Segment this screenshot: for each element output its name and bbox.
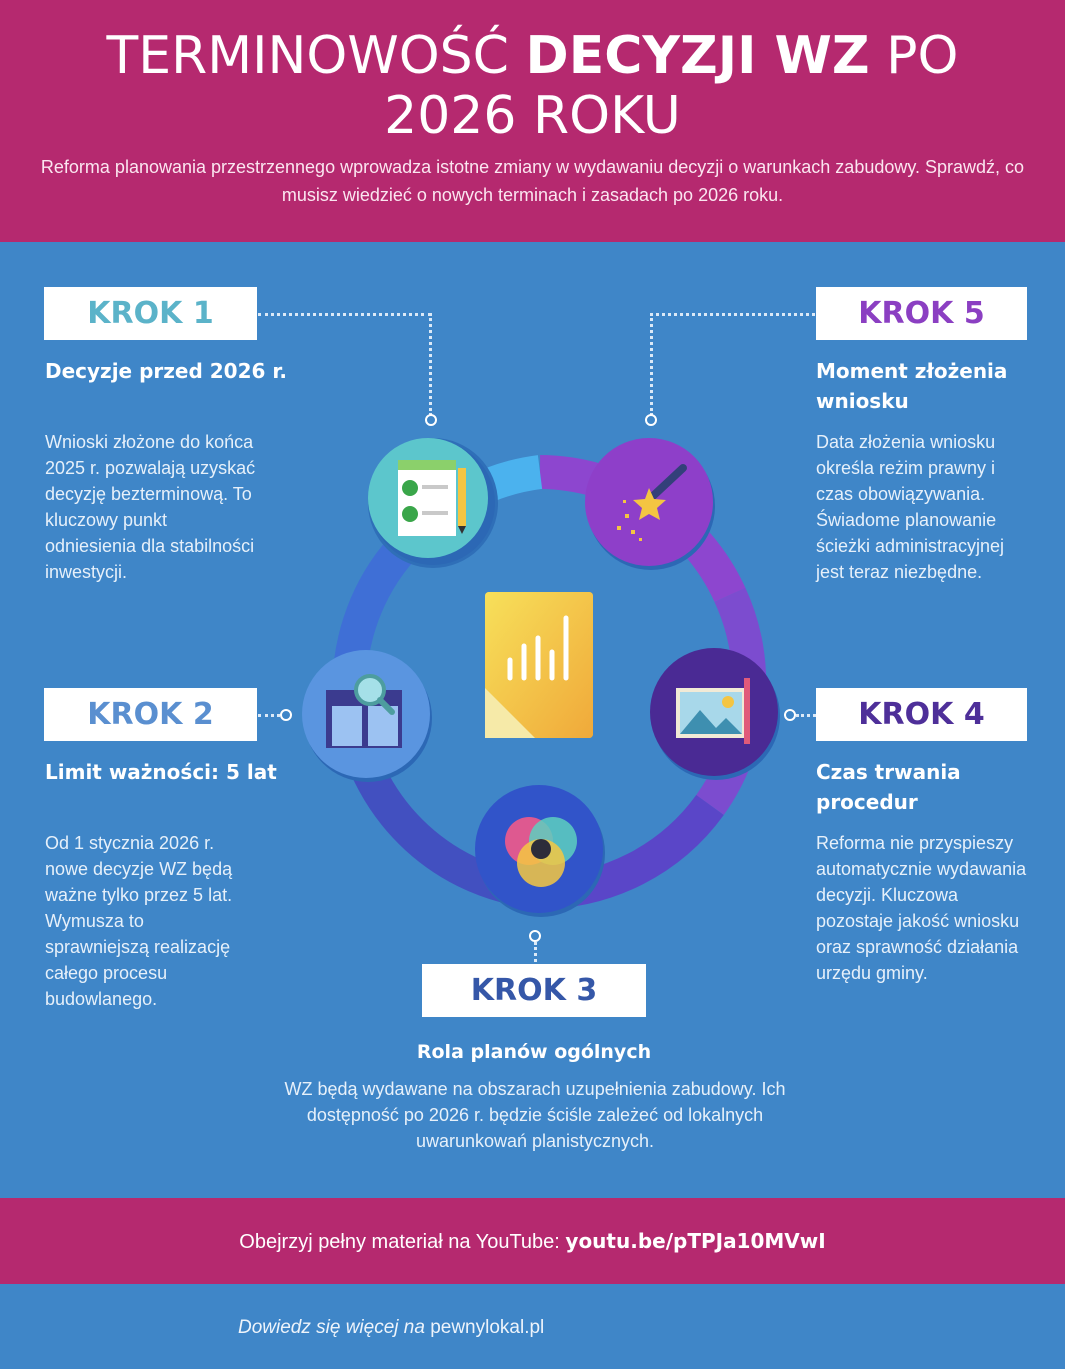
subtitle-line1: Reforma planowania przestrzennego wprowa… [40, 157, 1025, 177]
credit: Dowiedz się więcej na pewnylokal.pl [238, 1316, 544, 1340]
krok4-title: Czas trwania procedur [816, 757, 1046, 817]
connector-pin-5 [645, 414, 657, 426]
krok1-label: KROK 1 [44, 287, 257, 340]
krok4-label: KROK 4 [816, 688, 1027, 741]
footer-text: Obejrzyj pełny materiał na YouTube: [239, 1231, 566, 1253]
connector-pin-4 [784, 709, 796, 721]
krok1-text-line: Wnioski złożone do końca [45, 432, 254, 452]
subtitle-line2: musisz wiedzieć o nowych terminach i zas… [281, 185, 784, 205]
krok1-title: Decyzje przed 2026 r. [45, 359, 287, 383]
header: TERMINOWOŚĆ DECYZJI WZ PO 2026 ROKU Refo… [0, 0, 1065, 242]
chart-document-icon [485, 592, 593, 738]
krok3-text-line: uwarunkowań planistycznych. [415, 1131, 655, 1151]
connector-krok5-vertical [650, 313, 653, 416]
krok5-text-line: określa reżim prawny i [816, 458, 996, 478]
krok3-text: WZ będą wydawane na obszarach uzupełnien… [230, 1076, 840, 1154]
krok2-text-line: całego procesu [45, 963, 168, 983]
title-line2: 2026 ROKU [384, 86, 681, 146]
krok5-text-line: Data złożenia wniosku [816, 432, 996, 452]
krok3-text-line: WZ będą wydawane na obszarach uzupełnien… [284, 1079, 786, 1099]
connector-krok1 [258, 313, 431, 316]
connector-pin-2 [280, 709, 292, 721]
krok5-text-line: jest teraz niezbędne. [816, 562, 983, 582]
krok5-text-line: ścieżki administracyjnej [816, 536, 1005, 556]
krok3-label: KROK 3 [422, 964, 646, 1017]
krok4-text-line: oraz sprawność działania [816, 937, 1019, 957]
krok2-text-line: sprawniejszą realizację [45, 937, 231, 957]
krok1-text-line: odniesienia dla stabilności [45, 536, 255, 556]
search-documents-icon [302, 650, 432, 782]
bottom-bar [0, 1284, 1065, 1369]
page-title: TERMINOWOŚĆ DECYZJI WZ PO 2026 ROKU [0, 26, 1065, 146]
krok4-text-line: decyzji. Kluczowa [816, 885, 959, 905]
footer-banner: Obejrzyj pełny materiał na YouTube: yout… [0, 1198, 1065, 1284]
krok1-text-line: decyzję bezterminową. To [45, 484, 252, 504]
krok4-text-line: automatycznie wydawania [816, 859, 1027, 879]
connector-krok2 [258, 714, 280, 717]
credit-italic: Dowiedz się więcej na [238, 1317, 425, 1338]
krok5-title-line: wniosku [816, 389, 909, 413]
krok2-text-line: Od 1 stycznia 2026 r. [45, 833, 215, 853]
krok2-title: Limit ważności: 5 lat [45, 760, 277, 784]
krok4-text-line: pozostaje jakość wniosku [816, 911, 1020, 931]
krok4-title-line: Czas trwania [816, 760, 961, 784]
connector-pin-3 [529, 930, 541, 942]
magic-wand-icon [585, 438, 715, 570]
site-link[interactable]: pewnylokal.pl [424, 1317, 545, 1338]
title-part1: TERMINOWOŚĆ [106, 26, 526, 86]
connector-krok5 [650, 313, 815, 316]
krok4-text: Reforma nie przyspieszy automatycznie wy… [816, 830, 1056, 986]
krok2-text-line: budowlanego. [45, 989, 158, 1009]
title-bold: DECYZJI WZ [525, 26, 870, 86]
krok1-text-line: kluczowy punkt [45, 510, 168, 530]
krok2-text: Od 1 stycznia 2026 r. nowe decyzje WZ bę… [45, 830, 285, 1012]
krok5-text-line: czas obowiązywania. [816, 484, 986, 504]
venn-circles-icon [475, 785, 605, 917]
krok3-text-line: dostępność po 2026 r. będzie ściśle zale… [306, 1105, 764, 1125]
connector-krok3 [534, 942, 537, 962]
krok2-text-line: nowe decyzje WZ będą [45, 859, 233, 879]
krok1-text: Wnioski złożone do końca 2025 r. pozwala… [45, 429, 285, 585]
picture-icon [650, 648, 780, 780]
krok4-title-line: procedur [816, 790, 918, 814]
krok5-text-line: Świadome planowanie [816, 510, 997, 530]
krok1-text-line: inwestycji. [45, 562, 128, 582]
krok5-title-line: Moment złożenia [816, 359, 1008, 383]
subtitle: Reforma planowania przestrzennego wprowa… [30, 153, 1035, 209]
krok4-text-line: Reforma nie przyspieszy [816, 833, 1014, 853]
connector-pin-1 [425, 414, 437, 426]
connector-krok4 [796, 714, 816, 717]
krok5-title: Moment złożenia wniosku [816, 356, 1046, 416]
krok5-text: Data złożenia wniosku określa reżim praw… [816, 429, 1056, 585]
krok3-title: Rola planów ogólnych [416, 1041, 652, 1063]
krok5-label: KROK 5 [816, 287, 1027, 340]
krok2-text-line: ważne tylko przez 5 lat. [45, 885, 233, 905]
connector-krok1-vertical [429, 313, 432, 416]
krok4-text-line: urzędu gminy. [816, 963, 928, 983]
krok2-label: KROK 2 [44, 688, 257, 741]
krok1-text-line: 2025 r. pozwalają uzyskać [45, 458, 256, 478]
youtube-link[interactable]: youtu.be/pTPJa10MVwI [565, 1229, 826, 1253]
title-part2: PO [869, 26, 959, 86]
checklist-icon-graphic [368, 438, 495, 565]
krok2-text-line: Wymusza to [45, 911, 144, 931]
